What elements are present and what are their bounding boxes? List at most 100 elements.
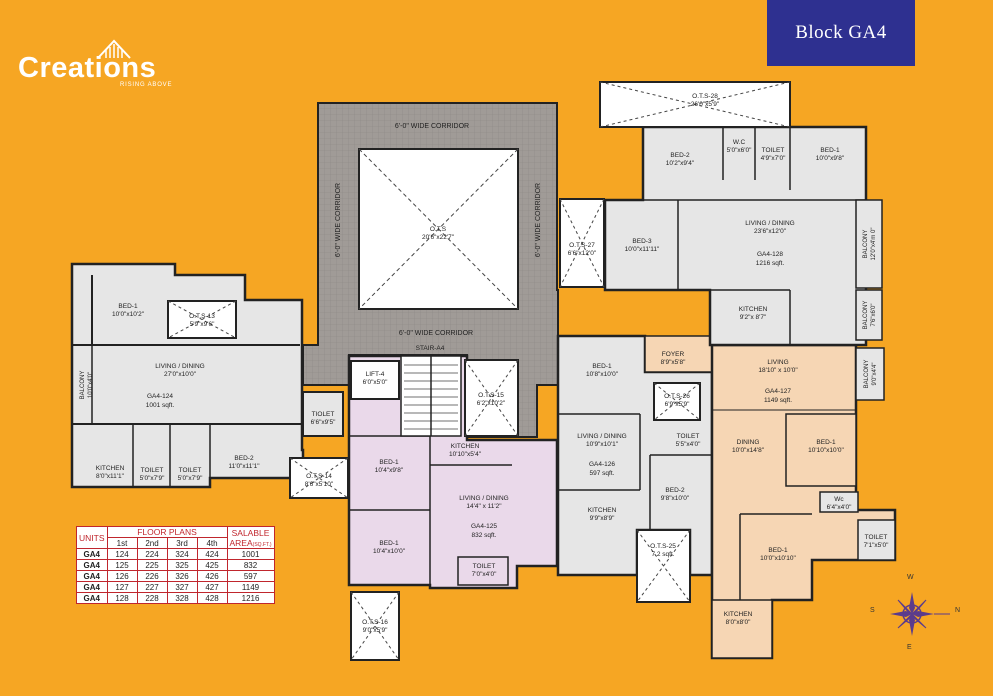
logo-tagline: RISING ABOVE xyxy=(120,82,173,88)
u124-bed1-name: BED-1 xyxy=(118,303,138,310)
table-cell-floor: 225 xyxy=(136,559,168,571)
u128-unit-name: GA4-128 xyxy=(757,251,783,258)
u127-bed1b-name: BED-1 xyxy=(768,547,788,554)
u126-living-size: 10'9"x10'1" xyxy=(586,441,619,448)
u127-unit-area: 1149 sqft. xyxy=(764,397,792,404)
u124-balcony-size: 10'0"x4'0" xyxy=(88,372,94,398)
corridor-label-left: 6'-0" WIDE CORRIDOR xyxy=(335,183,342,257)
u126-kitchen-size: 9'9"x8'9" xyxy=(590,515,615,522)
u124-toilet2-name: TOILET xyxy=(179,467,202,474)
ots14-size: 8'6"x5'10" xyxy=(305,481,334,488)
table-cell-floor: 228 xyxy=(136,592,168,604)
ots-25 xyxy=(636,529,691,603)
table-cell-floor: 426 xyxy=(196,570,228,582)
compass-e: E xyxy=(907,644,912,651)
table-cell-floor: 227 xyxy=(136,581,168,593)
table-cell-floor: 324 xyxy=(166,548,198,560)
u126-bed2-name: BED-2 xyxy=(665,487,685,494)
lift-size: 6'0"x5'0" xyxy=(363,379,388,386)
u127-dining-name: DINING xyxy=(737,439,760,446)
u126-kitchen-name: KITCHEN xyxy=(588,507,617,514)
u125-kitchen-name: KITCHEN xyxy=(451,443,480,450)
table-cell-floor: 326 xyxy=(166,570,198,582)
u126-bed2-size: 9'8"x10'0" xyxy=(661,495,690,502)
table-cell-area: 832 xyxy=(226,559,275,571)
u128-balcony1-size: 12'0"x4'm 0" xyxy=(871,228,877,261)
u127-toilet-size: 7'1"x5'0" xyxy=(864,542,889,549)
u127-unit-name: GA4-127 xyxy=(765,388,791,395)
ots15-name: O.T.S-15 xyxy=(478,392,504,399)
u127-bed1a-size: 10'10"x10'0" xyxy=(808,447,844,454)
table-cell-unit: GA4 xyxy=(76,559,108,571)
u125-kitchen-size: 10'10"x5'4" xyxy=(449,451,482,458)
u127-kitchen-size: 8'0"x8'0" xyxy=(726,619,751,626)
u126-living-name: LIVING / DINING xyxy=(577,433,626,440)
u127-living-size: 18'10" x 10'0" xyxy=(758,367,798,374)
u128-wc-size: 5'0"x6'0" xyxy=(727,147,752,154)
th-floor-4: 4th xyxy=(196,537,228,549)
u125-bed1a-name: BED-1 xyxy=(379,459,399,466)
u128-bed1-name: BED-1 xyxy=(820,147,840,154)
room-labels: O.T.S 20'6"x22'7" O.T.S-13 5'9"x9'6" O.T… xyxy=(96,93,889,634)
lift-stair xyxy=(350,355,462,437)
u128-balcony1-name: BALCONY xyxy=(863,230,869,259)
u124-bed1-size: 10'0"x10'2" xyxy=(112,311,145,318)
lift-name: LIFT-4 xyxy=(366,371,385,378)
u125-bed1b-name: BED-1 xyxy=(379,540,399,547)
u124-toilet3-size: 6'6"x9'5" xyxy=(311,419,336,426)
ots25-size: 7.2 sqft. xyxy=(651,551,674,558)
corridor-label-top: 6'-0" WIDE CORRIDOR xyxy=(395,123,469,130)
u125-living-size: 14'4" x 11'2" xyxy=(466,503,502,510)
ots27-name: O.T.S-27 xyxy=(569,242,595,249)
table-cell-floor: 224 xyxy=(136,548,168,560)
ots15-size: 6'2"x10'2" xyxy=(477,400,506,407)
table-cell-floor: 427 xyxy=(196,581,228,593)
u124-unit-name: GA4-124 xyxy=(147,393,173,400)
table-cell-floor: 428 xyxy=(196,592,228,604)
u128-balcony2-size: 7'6"x6'0" xyxy=(871,304,877,327)
unit-ga4-127 xyxy=(710,343,897,660)
u128-bed3-name: BED-3 xyxy=(632,238,652,245)
u128-balcony2-name: BALCONY xyxy=(863,301,869,330)
ots27-size: 6'6"x12'0" xyxy=(568,250,597,257)
floor-plan-table: UNITS FLOOR PLANS SALABLE AREA(SQ.FT.) 1… xyxy=(76,526,275,604)
table-cell-area: 1216 xyxy=(226,592,275,604)
ots14-name: O.T.S-14 xyxy=(306,473,332,480)
table-cell-floor: 128 xyxy=(106,592,138,604)
table-cell-unit: GA4 xyxy=(76,581,108,593)
table-cell-area: 597 xyxy=(226,570,275,582)
u127-balcony-size: 9'0"x4'4" xyxy=(872,363,878,386)
u124-bed2-name: BED-2 xyxy=(234,455,254,462)
corridor-label-right: 6'-0" WIDE CORRIDOR xyxy=(535,183,542,257)
ots13-name: O.T.S-13 xyxy=(189,313,215,320)
u125-living-name: LIVING / DINING xyxy=(459,495,508,502)
u124-bed2-size: 11'0"x11'1" xyxy=(228,463,260,470)
u125-unit-name: GA4-125 xyxy=(471,523,497,530)
u128-wc-name: W.C xyxy=(733,139,746,146)
u127-bed1b-size: 10'0"x10'10" xyxy=(760,555,796,562)
u125-toilet-name: TOILET xyxy=(473,563,496,570)
ots-13 xyxy=(167,300,237,339)
u127-bed1a-name: BED-1 xyxy=(816,439,836,446)
th-floor-2: 2nd xyxy=(136,537,168,549)
table-cell-floor: 424 xyxy=(196,548,228,560)
u124-toilet2-size: 5'0"x7'9" xyxy=(178,475,203,482)
u127-wc-name: Wc xyxy=(834,496,844,503)
u128-kitchen-name: KITCHEN xyxy=(739,306,768,313)
u128-kitchen-size: 9'2"x 8'7" xyxy=(740,314,767,321)
block-title: Block GA4 xyxy=(767,0,915,66)
corridor-label-bottom: 6'-0" WIDE CORRIDOR xyxy=(399,330,473,337)
compass-s: S xyxy=(870,607,875,614)
u126-unit-area: 597 sqft. xyxy=(590,470,615,477)
ots-main-size: 20'6"x22'7" xyxy=(422,234,455,241)
u124-toilet1-size: 5'0"x7'9" xyxy=(140,475,165,482)
ots-26 xyxy=(653,382,701,421)
u124-kitchen-size: 8'0"x11'1" xyxy=(96,473,125,480)
unit-ga4-124 xyxy=(70,262,344,489)
unit-ga4-128 xyxy=(603,125,883,347)
